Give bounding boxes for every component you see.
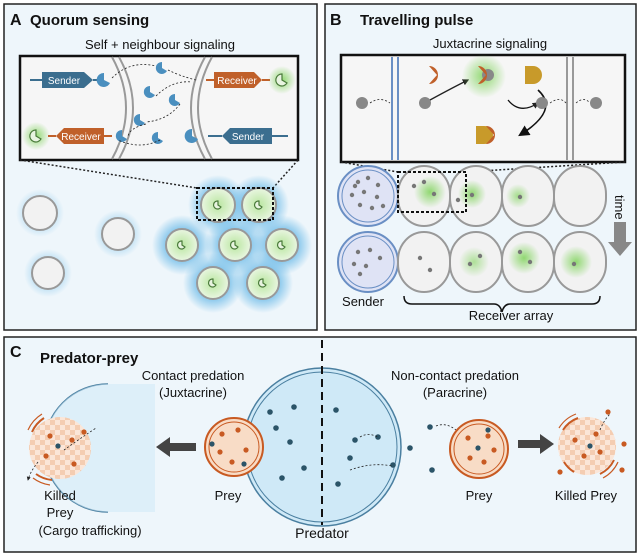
panel-a-inset: Sender Receiver Receiver [18, 54, 300, 162]
prey-cell-right [449, 419, 509, 479]
killed-prey-left-1: Killed [44, 488, 76, 503]
panel-b-subtitle: Juxtacrine signaling [433, 36, 547, 51]
panel-c: C Predator-prey Contact predation (Juxta… [3, 336, 637, 553]
arrow-right-icon [518, 434, 554, 454]
noncontact-label-2: (Paracrine) [423, 385, 487, 400]
receiver-top-label: Receiver [217, 76, 257, 87]
contact-label-1: Contact predation [142, 368, 245, 383]
panel-a-subtitle: Self + neighbour signaling [85, 37, 235, 52]
panel-b: B Travelling pulse Juxtacrine signaling [324, 3, 637, 331]
prey-left-label: Prey [215, 488, 242, 503]
panel-a-letter: A [10, 12, 22, 29]
receiver-bottom-label: Receiver [61, 132, 101, 143]
killed-prey-left-3: (Cargo trafficking) [38, 523, 141, 538]
prey-cell-left [204, 417, 264, 477]
sender-top-label: Sender [48, 76, 81, 87]
killed-prey-left-2: Prey [47, 505, 74, 520]
secreted-particles [375, 424, 435, 473]
isolated-cells [16, 189, 142, 297]
prey-right-label: Prey [466, 488, 493, 503]
panel-b-letter: B [330, 12, 342, 29]
arrow-left-icon [156, 437, 196, 457]
panel-a: A Quorum sensing Self + neighbour signal… [3, 3, 318, 331]
receiver-array-label: Receiver array [469, 308, 554, 323]
sender-bottom-label: Sender [232, 132, 265, 143]
signal-molecules [96, 61, 198, 144]
contact-label-2: (Juxtacrine) [159, 385, 227, 400]
receiver-array-brace [403, 295, 601, 313]
time-arrow-icon [608, 222, 632, 256]
killed-prey-left [26, 383, 155, 513]
panel-c-letter: C [10, 344, 22, 361]
time-label: time [612, 195, 627, 220]
killed-prey-right [557, 409, 627, 479]
panel-b-inset [339, 53, 627, 164]
panel-b-title: Travelling pulse [360, 12, 473, 29]
cell-cluster [152, 175, 312, 313]
sender-label: Sender [342, 294, 385, 309]
predator-label: Predator [295, 525, 349, 541]
receiver-gene-bottom: Receiver [22, 122, 112, 150]
sender-gene-bottom: Sender [208, 128, 288, 144]
panel-a-title: Quorum sensing [30, 12, 149, 29]
panel-c-title: Predator-prey [40, 350, 139, 367]
killed-prey-right-label: Killed Prey [555, 488, 618, 503]
cell-row-1 [337, 165, 607, 227]
noncontact-label-1: Non-contact predation [391, 368, 519, 383]
cell-row-2 [337, 231, 607, 293]
